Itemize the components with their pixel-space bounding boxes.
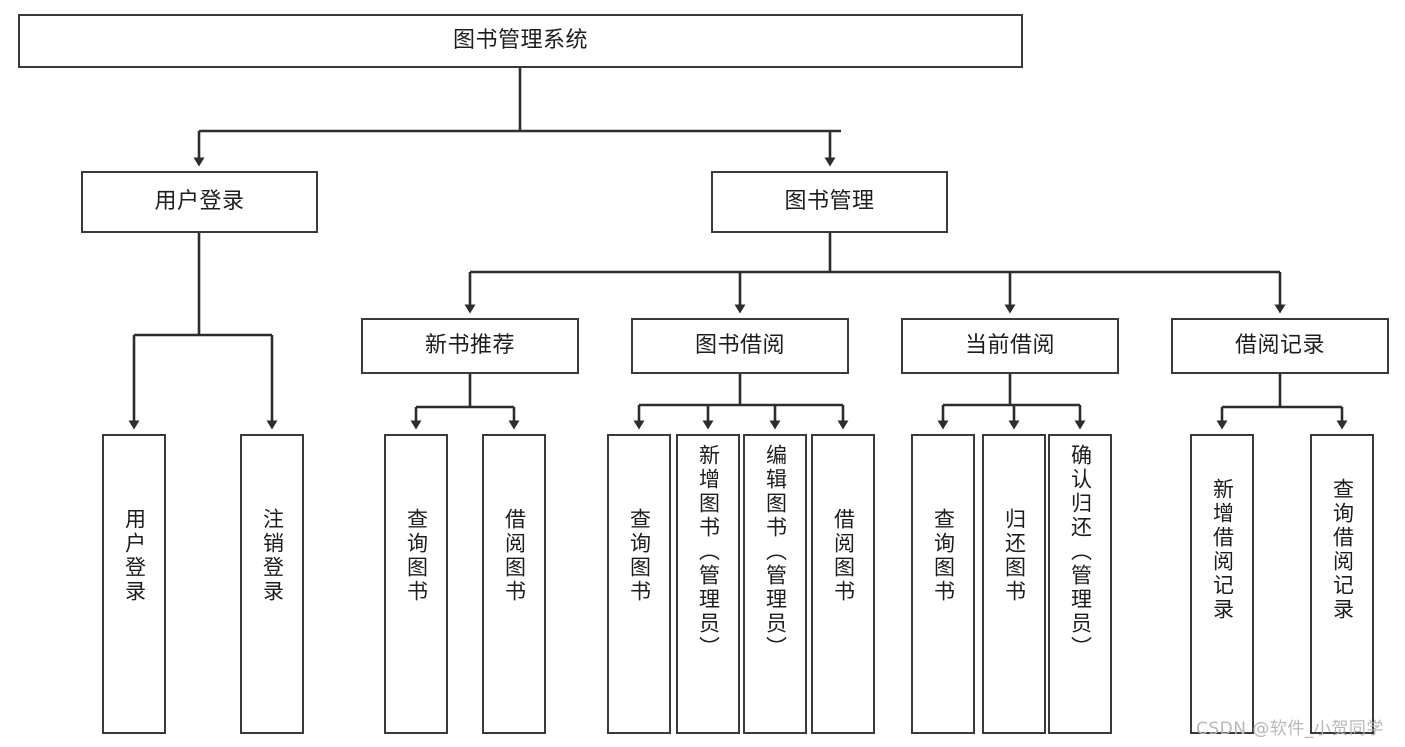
node-borrow-records-label: 借阅记录	[1234, 333, 1325, 359]
leaf-user-login-label: 用户登录	[122, 508, 147, 604]
leaf-edit-book-admin-label: 编辑图书（管理员）	[763, 444, 788, 660]
node-borrow-records[interactable]: 借阅记录	[1171, 318, 1389, 374]
leaf-query-books-borrow[interactable]: 查询图书	[607, 434, 671, 734]
node-user-login-label: 用户登录	[154, 189, 245, 215]
node-book-management-label: 图书管理	[784, 189, 875, 215]
node-book-management[interactable]: 图书管理	[711, 171, 948, 233]
leaf-add-borrow-record-label: 新增借阅记录	[1210, 478, 1235, 622]
leaf-query-books-borrow-label: 查询图书	[627, 508, 652, 604]
node-root-label: 图书管理系统	[452, 28, 588, 54]
csdn-watermark: CSDN @软件_小贺同学	[1196, 719, 1384, 739]
leaf-logout[interactable]: 注销登录	[240, 434, 304, 734]
leaf-query-books-recommend-label: 查询图书	[404, 508, 429, 604]
leaf-query-borrow-record[interactable]: 查询借阅记录	[1310, 434, 1374, 734]
leaf-borrow-books-recommend[interactable]: 借阅图书	[482, 434, 546, 734]
leaf-add-book-admin-label: 新增图书（管理员）	[696, 444, 721, 660]
leaf-return-book-label: 归还图书	[1002, 508, 1027, 604]
leaf-return-book[interactable]: 归还图书	[982, 434, 1046, 734]
leaf-confirm-return-admin-label: 确认归还（管理员）	[1068, 444, 1093, 660]
node-current-borrow-label: 当前借阅	[964, 333, 1055, 359]
leaf-query-borrow-record-label: 查询借阅记录	[1330, 478, 1355, 622]
leaf-logout-label: 注销登录	[260, 508, 285, 604]
leaf-add-borrow-record[interactable]: 新增借阅记录	[1190, 434, 1254, 734]
leaf-query-books-current-label: 查询图书	[931, 508, 956, 604]
leaf-borrow-books-recommend-label: 借阅图书	[502, 508, 527, 604]
leaf-add-book-admin[interactable]: 新增图书（管理员）	[676, 434, 740, 734]
node-user-login[interactable]: 用户登录	[81, 171, 318, 233]
node-new-book-recommend-label: 新书推荐	[424, 333, 515, 359]
leaf-borrow-book-label: 借阅图书	[831, 508, 856, 604]
node-new-book-recommend[interactable]: 新书推荐	[361, 318, 579, 374]
leaf-user-login[interactable]: 用户登录	[102, 434, 166, 734]
leaf-query-books-recommend[interactable]: 查询图书	[384, 434, 448, 734]
node-book-borrow[interactable]: 图书借阅	[631, 318, 849, 374]
leaf-borrow-book[interactable]: 借阅图书	[811, 434, 875, 734]
node-book-borrow-label: 图书借阅	[694, 333, 785, 359]
leaf-query-books-current[interactable]: 查询图书	[911, 434, 975, 734]
node-root[interactable]: 图书管理系统	[18, 14, 1023, 68]
leaf-confirm-return-admin[interactable]: 确认归还（管理员）	[1048, 434, 1112, 734]
node-current-borrow[interactable]: 当前借阅	[901, 318, 1119, 374]
leaf-edit-book-admin[interactable]: 编辑图书（管理员）	[743, 434, 807, 734]
